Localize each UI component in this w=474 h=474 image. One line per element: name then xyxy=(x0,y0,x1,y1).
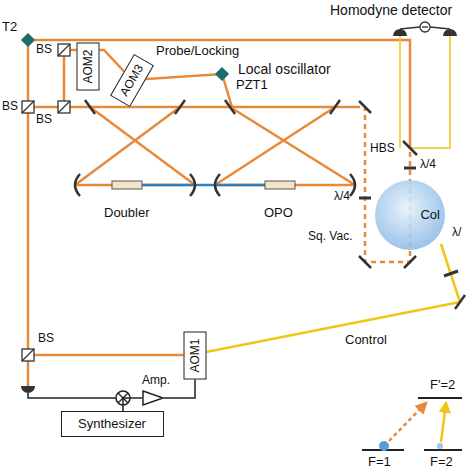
cavity-mirror xyxy=(330,100,340,114)
atom-cloud: Col xyxy=(374,179,446,251)
beam-splitter-plate xyxy=(403,141,417,155)
cavity-beam xyxy=(215,107,335,185)
probe-beam xyxy=(64,50,232,107)
beam-splitter-cube xyxy=(22,101,34,113)
cube-group xyxy=(22,44,70,361)
detector-beam xyxy=(399,36,401,148)
splitter-label: BS xyxy=(36,43,52,57)
cavity-beam xyxy=(230,107,355,185)
curved-mirror xyxy=(75,174,80,196)
waveplate-group xyxy=(359,168,458,276)
amplifier-symbol: Amp. xyxy=(142,390,164,406)
waveplate-label: λ/ xyxy=(452,226,461,240)
probe-transition xyxy=(389,403,426,441)
cavity-mirror xyxy=(85,100,95,114)
node-label: Amp. xyxy=(142,374,170,388)
nonlinear-crystal xyxy=(112,181,142,189)
mirror-label: PZT1 xyxy=(236,78,268,93)
control-transition xyxy=(441,403,446,442)
energy-level xyxy=(424,449,462,451)
subtractor-symbol xyxy=(420,22,430,32)
waveplate xyxy=(444,271,458,276)
amplifier-symbol xyxy=(142,390,164,406)
waveplate xyxy=(404,167,416,170)
node-label: Synthesizer xyxy=(78,417,146,432)
cavity-mirror xyxy=(225,100,235,114)
energy-level xyxy=(418,397,462,399)
splitter-label: BS xyxy=(36,113,52,127)
photodiode xyxy=(443,29,457,36)
beam-splitter-cube xyxy=(22,101,34,113)
node-label: AOM3 xyxy=(118,62,147,98)
cavity-beam xyxy=(90,107,195,185)
population-dot xyxy=(379,441,389,451)
beam-group xyxy=(28,40,410,386)
beam-splitter-cube xyxy=(22,349,34,361)
beam-label: Local oscillator xyxy=(238,61,331,77)
node-label: AOM1 xyxy=(188,338,202,372)
nonlinear-crystal xyxy=(265,181,295,189)
waveplate-label: λ/4 xyxy=(334,190,350,204)
laser-beam xyxy=(27,40,30,386)
blue-beam xyxy=(142,184,265,187)
beam-label: Probe/Locking xyxy=(156,44,239,59)
level-label: F'=2 xyxy=(430,378,455,393)
splitter-label: BS xyxy=(38,332,54,346)
beam-label: Control xyxy=(345,333,387,348)
aom-box: AOM1 xyxy=(184,331,207,379)
level-group xyxy=(362,398,462,450)
photodiode xyxy=(21,386,35,393)
curved-mirror xyxy=(215,174,220,196)
photodiode xyxy=(393,29,407,36)
beam-label: Sq. Vac. xyxy=(308,230,352,244)
cavity-label: OPO xyxy=(264,206,293,221)
beam-splitter-cube xyxy=(22,349,34,361)
waveplate xyxy=(359,197,371,200)
local-oscillator-beam xyxy=(28,40,410,148)
control-beam xyxy=(206,244,460,352)
laser-beam xyxy=(28,354,190,357)
cloud-outline xyxy=(375,180,445,250)
subtractor-symbol xyxy=(422,26,428,27)
beam-splitter-cube xyxy=(58,44,70,56)
steering-mirror xyxy=(455,295,465,309)
steering-mirror xyxy=(404,256,416,268)
detector-label: Homodyne detector xyxy=(330,2,452,18)
signal-wire xyxy=(28,393,116,398)
node-label: Col xyxy=(420,208,440,223)
population-dot xyxy=(437,443,443,449)
splitter-label: HBS xyxy=(370,142,395,156)
piezo-mirror xyxy=(215,67,229,81)
cavity-label: Doubler xyxy=(104,206,150,221)
aom-box: AOM2 xyxy=(77,42,100,90)
synthesizer-box: Synthesizer xyxy=(61,411,164,437)
steering-mirror xyxy=(359,101,371,113)
curved-mirror xyxy=(350,174,355,196)
cavity-mirror xyxy=(175,100,185,114)
detector-beam xyxy=(410,36,450,148)
laser-beam xyxy=(28,106,355,109)
beam-splitter-cube xyxy=(58,101,70,113)
mirror-label: T2 xyxy=(2,20,17,35)
curved-mirror xyxy=(190,174,195,196)
beam-splitter-cube xyxy=(58,44,70,56)
steering-mirror xyxy=(359,256,371,268)
splitter-label: BS xyxy=(2,100,18,114)
level-label: F=2 xyxy=(430,455,453,470)
level-label: F=1 xyxy=(368,455,391,470)
signal-wire xyxy=(123,398,142,411)
piezo-mirror xyxy=(21,33,35,47)
cavity-beam xyxy=(75,107,180,185)
beam-splitter-cube xyxy=(58,101,70,113)
mirror-group xyxy=(75,100,465,309)
amplifier-symbol xyxy=(143,391,163,405)
node-label: AOM2 xyxy=(81,49,95,83)
waveplate-label: λ/4 xyxy=(420,158,436,172)
